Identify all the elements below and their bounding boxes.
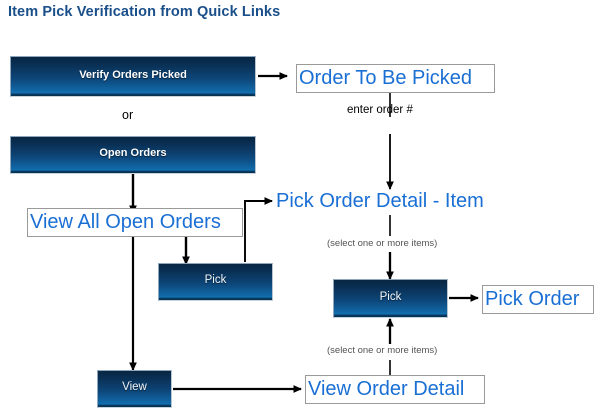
or-separator-label: or — [122, 108, 134, 122]
page-title: Item Pick Verification from Quick Links — [8, 4, 281, 20]
node-pick-order-detail-item[interactable]: Pick Order Detail - Item — [276, 190, 484, 213]
edge-pick-left-to-pick-order-detail — [244, 197, 274, 262]
node-label-open-orders: Open Orders — [99, 147, 167, 159]
node-label-view-all-open-orders: View All Open Orders — [30, 211, 221, 233]
node-label-verify-orders-picked: Verify Orders Picked — [79, 68, 187, 81]
node-label-pick-left: Pick — [204, 274, 227, 286]
node-label-view-order-detail: View Order Detail — [308, 378, 465, 400]
node-view-order-detail[interactable]: View Order Detail — [305, 375, 485, 404]
node-pick-left[interactable]: Pick — [158, 263, 273, 301]
node-label-pick-order: Pick Order — [485, 288, 580, 310]
edge-label-select-items-top: (select one or more items) — [327, 238, 438, 249]
edge-label-select-items-bottom: (select one or more items) — [327, 345, 438, 356]
node-view-all-open-orders[interactable]: View All Open Orders — [27, 208, 243, 237]
edge-label-enter-order-number: enter order # — [347, 104, 413, 116]
node-open-orders[interactable]: Open Orders — [10, 136, 256, 174]
node-label-pick-order-detail-item: Pick Order Detail - Item — [276, 190, 484, 212]
node-view[interactable]: View — [97, 370, 172, 408]
node-order-to-be-picked[interactable]: Order To Be Picked — [296, 64, 495, 93]
node-label-view: View — [122, 381, 147, 393]
node-verify-orders-picked[interactable]: Verify Orders Picked — [10, 56, 256, 97]
node-label-pick-right: Pick — [379, 290, 402, 303]
node-pick-order[interactable]: Pick Order — [482, 285, 594, 314]
node-pick-right[interactable]: Pick — [333, 279, 448, 318]
node-label-order-to-be-picked: Order To Be Picked — [299, 67, 473, 89]
